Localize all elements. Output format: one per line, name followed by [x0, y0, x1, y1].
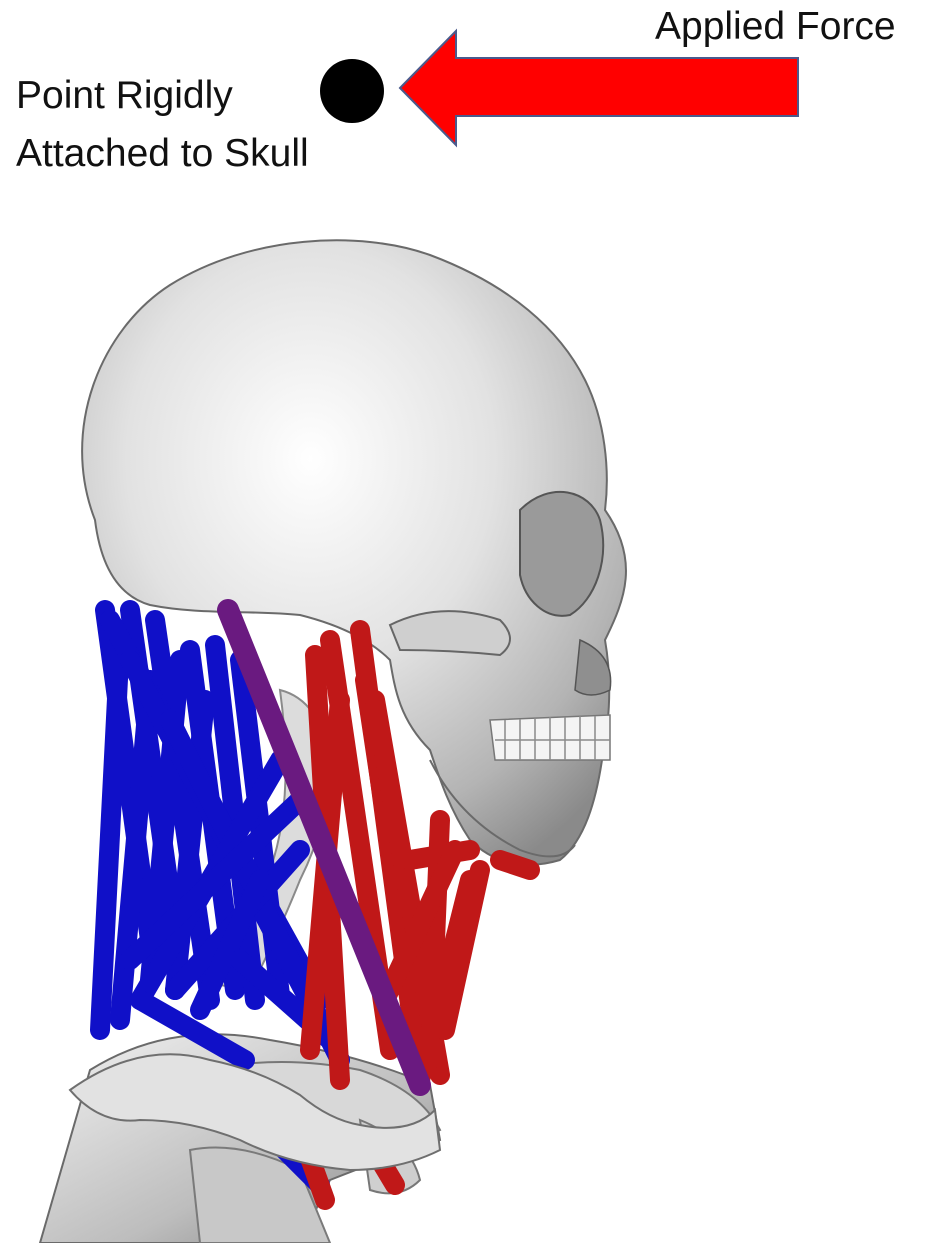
red-muscle-11 [500, 860, 530, 870]
left-arrow-icon [400, 31, 798, 145]
filled-circle-icon [320, 59, 384, 123]
